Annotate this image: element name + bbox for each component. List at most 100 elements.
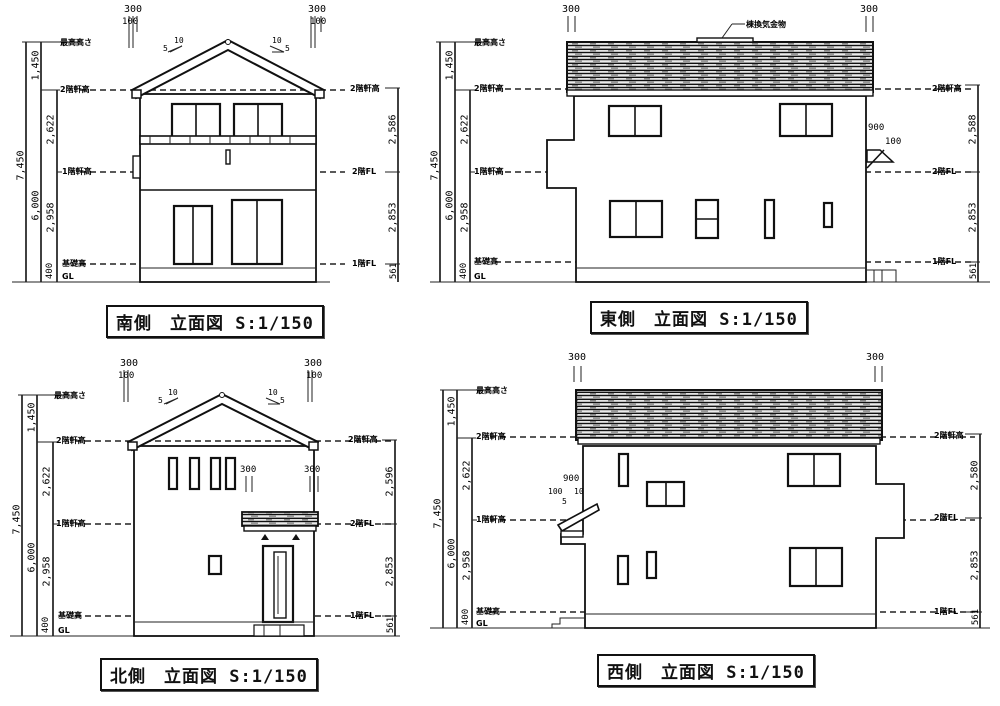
dim-to-eave: 6,000 [26, 542, 38, 573]
pitch-rise-left: 5 [163, 44, 168, 53]
dim-right-base: 561 [971, 608, 982, 626]
dim-total: 7,450 [15, 150, 27, 181]
pitch-run-right: 10 [272, 36, 282, 45]
fascia-left: 100 [122, 17, 139, 27]
dim-base: 400 [459, 262, 470, 280]
dim-right-lower: 2,853 [967, 202, 979, 233]
floor-1f-label: 1階FL [932, 257, 957, 266]
eave-2f-label: 2階軒高 [60, 85, 90, 94]
overhang-left: 300 [120, 358, 139, 369]
caption-south: 南側 立面図 S:1/150 [106, 305, 324, 338]
eave-1f-label: 1階軒高 [56, 519, 86, 528]
gl-label: GL [62, 272, 74, 281]
foundation-label: 基礎高 [62, 259, 86, 268]
canopy-fascia: 100 [885, 137, 902, 147]
dim-right-lower: 2,853 [969, 550, 981, 581]
eave-2f-label: 2階軒高 [474, 84, 504, 93]
dim-roof: 1,450 [26, 402, 38, 433]
floor-1f-label: 1階FL [350, 611, 375, 620]
pitch-rise-left: 5 [158, 396, 163, 405]
pitch-run-left: 10 [174, 36, 184, 45]
canopy-side-left: 300 [240, 465, 257, 475]
overhang-left: 300 [568, 352, 587, 363]
ridge-hardware-label: 棟換気金物 [746, 20, 786, 29]
dim-total: 7,450 [11, 504, 23, 535]
gl-label: GL [476, 619, 488, 628]
overhang-left: 300 [124, 4, 143, 15]
foundation-label: 基礎高 [476, 607, 500, 616]
foundation-label: 基礎高 [58, 611, 82, 620]
gl-label: GL [58, 626, 70, 635]
floor-1f-label: 1階FL [352, 259, 377, 268]
max-height-label: 最高高さ [476, 386, 508, 395]
eave-2f-label-right: 2階軒高 [350, 84, 380, 93]
pitch-run: 10 [574, 487, 584, 496]
dim-base: 400 [45, 262, 56, 280]
dim-right-upper: 2,580 [969, 460, 981, 491]
caption-east: 東側 立面図 S:1/150 [590, 301, 808, 334]
dim-right-base: 561 [389, 262, 400, 280]
canopy-width: 900 [563, 474, 580, 484]
floor-2f-label: 2階FL [352, 167, 377, 176]
dim-right-upper: 2,596 [384, 466, 396, 497]
canopy-fascia: 100 [548, 487, 563, 496]
overhang-right: 300 [304, 358, 323, 369]
pitch-run-right: 10 [268, 388, 278, 397]
dim-right-base: 561 [386, 616, 397, 634]
dim-lower: 2,958 [45, 202, 57, 233]
floor-1f-label: 1階FL [934, 607, 959, 616]
floor-2f-label: 2階FL [932, 167, 957, 176]
canopy-width: 900 [868, 123, 885, 133]
dim-total: 7,450 [432, 498, 444, 529]
dim-upper: 2,622 [41, 466, 53, 497]
dim-right-lower: 2,853 [384, 556, 396, 587]
fascia-right: 100 [310, 17, 327, 27]
fascia-left: 100 [118, 371, 135, 381]
max-height-label: 最高高さ [60, 38, 92, 47]
floor-2f-label: 2階FL [350, 519, 375, 528]
eave-2f-label: 2階軒高 [476, 432, 506, 441]
south-elevation [12, 16, 400, 283]
dim-to-eave: 6,000 [30, 190, 42, 221]
eave-1f-label: 1階軒高 [62, 167, 92, 176]
floor-2f-label: 2階FL [934, 513, 959, 522]
caption-north: 北側 立面図 S:1/150 [100, 658, 318, 691]
overhang-right: 300 [308, 4, 327, 15]
dim-upper: 2,622 [459, 114, 471, 145]
max-height-label: 最高高さ [54, 391, 86, 400]
eave-1f-label: 1階軒高 [474, 167, 504, 176]
dim-right-base: 561 [969, 262, 980, 280]
overhang-left: 300 [562, 4, 581, 15]
eave-2f-label-right: 2階軒高 [934, 431, 964, 440]
canopy-side-right: 300 [304, 465, 321, 475]
dim-total: 7,450 [429, 150, 441, 181]
dim-to-eave: 6,000 [444, 190, 456, 221]
dim-roof: 1,450 [30, 50, 42, 81]
dim-roof: 1,450 [444, 50, 456, 81]
eave-2f-label-right: 2階軒高 [348, 435, 378, 444]
dim-lower: 2,958 [41, 556, 53, 587]
dim-right-upper: 2,588 [967, 114, 979, 145]
pitch-rise-right: 5 [280, 396, 285, 405]
dim-base: 400 [461, 608, 472, 626]
max-height-label: 最高高さ [474, 38, 506, 47]
fascia-right: 100 [306, 371, 323, 381]
eave-2f-label: 2階軒高 [56, 436, 86, 445]
dim-to-eave: 6,000 [446, 538, 458, 569]
north-elevation [10, 370, 400, 637]
eave-2f-label-right: 2階軒高 [932, 84, 962, 93]
pitch-rise-right: 5 [285, 44, 290, 53]
pitch-run-left: 10 [168, 388, 178, 397]
overhang-right: 300 [866, 352, 885, 363]
west-elevation [430, 366, 990, 629]
gl-label: GL [474, 272, 486, 281]
dim-upper: 2,622 [461, 460, 473, 491]
dim-lower: 2,958 [459, 202, 471, 233]
dim-roof: 1,450 [446, 396, 458, 427]
dim-upper: 2,622 [45, 114, 57, 145]
dim-lower: 2,958 [461, 550, 473, 581]
dim-right-upper: 2,586 [387, 114, 399, 145]
eave-1f-label: 1階軒高 [476, 515, 506, 524]
overhang-right: 300 [860, 4, 879, 15]
